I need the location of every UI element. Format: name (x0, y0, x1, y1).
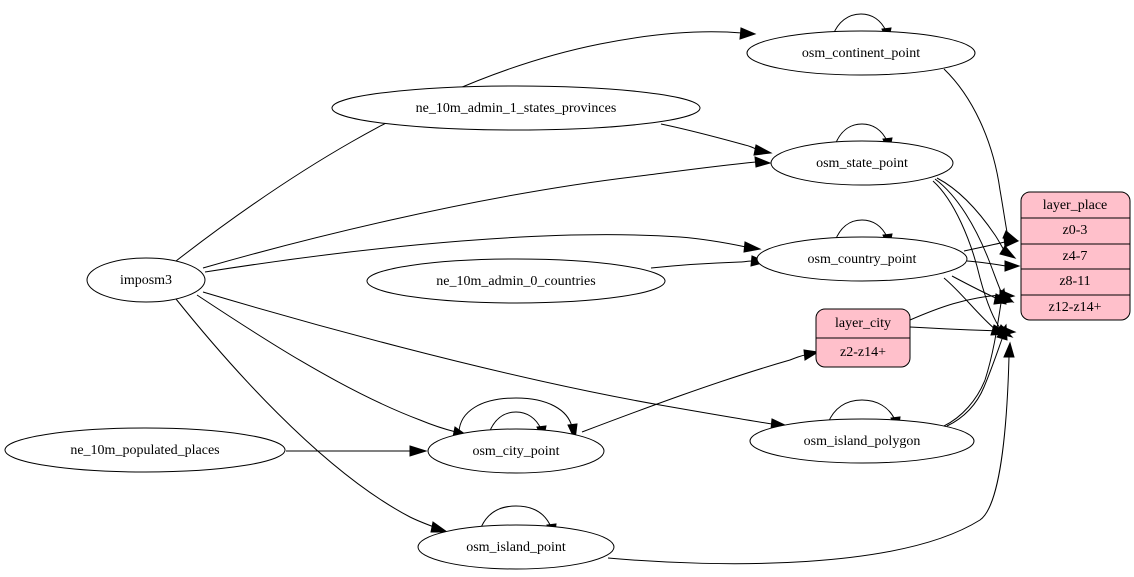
record-row-layer_place-z8-11[interactable]: z8-11 (1059, 274, 1090, 289)
node-osm_city_point-label: osm_city_point (472, 444, 559, 459)
record-row-layer_city-title: layer_city (835, 316, 891, 331)
node-osm_country_point-label: osm_country_point (808, 252, 917, 267)
node-osm_continent_point-shape[interactable] (746, 30, 976, 76)
node-osm_city_point[interactable]: osm_city_point (427, 428, 605, 474)
node-imposm3-label: imposm3 (120, 273, 172, 288)
node-ne_10m_populated_places[interactable]: ne_10m_populated_places (4, 427, 286, 473)
node-osm_island_point-label: osm_island_point (466, 540, 566, 555)
edge-imposm3-to-osm_state_point (202, 156, 772, 269)
node-osm_island_polygon-shape[interactable] (749, 418, 975, 464)
edge-self-loop-osm_city_point-outer (458, 397, 578, 442)
node-osm_island_polygon[interactable]: osm_island_polygon (749, 418, 975, 464)
edge-osm_city_point-to-layer_city-z2-z14+ (581, 349, 820, 433)
record-node-layer_place[interactable]: layer_place z0-3 z4-7 z8-11 z12-z14+ (1020, 191, 1131, 321)
edge-osm_island_polygon-to-layer_place-z8-11 (943, 287, 1007, 427)
edge-osm_continent_point-to-layer_place-z0-3 (943, 68, 1019, 242)
node-imposm3[interactable]: imposm3 (86, 257, 206, 303)
node-ne_10m_populated_places-shape[interactable] (4, 427, 286, 473)
edge-imposm3-to-osm_city_point (196, 294, 471, 438)
node-osm_island_point[interactable]: osm_island_point (417, 524, 615, 570)
edge-osm_island_point-to-layer_place-z12-z14+ (607, 341, 1015, 565)
edge-ne_10m_admin_0_countries-to-osm_country_point (650, 255, 768, 269)
node-ne_10m_admin_0_countries[interactable]: ne_10m_admin_0_countries (366, 258, 666, 304)
node-ne_10m_populated_places-label: ne_10m_populated_places (70, 443, 219, 458)
record-row-layer_place-z0-3[interactable]: z0-3 (1063, 223, 1088, 238)
edge-ne_10m_populated_places-to-osm_city_point (286, 445, 428, 457)
edge-osm_state_point-to-layer_place-z4-7 (936, 177, 1017, 259)
node-osm_island_polygon-label: osm_island_polygon (804, 434, 921, 449)
record-row-layer_place-z12-z14plus[interactable]: z12-z14+ (1049, 300, 1102, 315)
node-ne_10m_admin_1_states_provinces-label: ne_10m_admin_1_states_provinces (416, 101, 617, 116)
record-node-layer_place-box[interactable] (1020, 191, 1131, 321)
edge-imposm3-to-osm_island_polygon (202, 291, 789, 430)
node-osm_state_point-label: osm_state_point (816, 156, 908, 171)
node-osm_continent_point[interactable]: osm_continent_point (746, 30, 976, 76)
node-ne_10m_admin_1_states_provinces-shape[interactable] (331, 85, 701, 131)
record-node-layer: layer_place z0-3 z4-7 z8-11 z12-z14+ lay… (815, 191, 1131, 368)
node-osm_continent_point-label: osm_continent_point (802, 46, 920, 61)
edge-osm_country_point-to-layer_place-z0-3 (963, 236, 1020, 252)
edge-osm_island_polygon-to-layer_place-z12-z14+ (946, 323, 1008, 427)
node-osm_state_point-shape[interactable] (770, 140, 954, 186)
edge-imposm3-to-osm_continent_point (175, 27, 757, 262)
node-osm_island_point-shape[interactable] (417, 524, 615, 570)
record-row-layer_place-title: layer_place (1043, 198, 1108, 213)
record-row-layer_city-z2-z14plus[interactable]: z2-z14+ (840, 345, 886, 360)
record-row-layer_place-z4-7[interactable]: z4-7 (1063, 249, 1088, 264)
node-ne_10m_admin_0_countries-shape[interactable] (366, 258, 666, 304)
edge-imposm3-to-osm_island_point (175, 298, 449, 533)
node-imposm3-shape[interactable] (86, 257, 206, 303)
node-layer: imposm3 ne_10m_admin_1_states_provinces … (4, 30, 976, 570)
node-osm_country_point[interactable]: osm_country_point (756, 236, 968, 282)
node-osm_country_point-shape[interactable] (756, 236, 968, 282)
node-ne_10m_admin_0_countries-label: ne_10m_admin_0_countries (436, 274, 595, 289)
edge-osm_country_point-to-layer_place-z4-7 (966, 260, 1021, 272)
node-ne_10m_admin_1_states_provinces[interactable]: ne_10m_admin_1_states_provinces (331, 85, 701, 131)
node-osm_city_point-shape[interactable] (427, 428, 605, 474)
edge-imposm3-to-osm_country_point (204, 234, 762, 273)
edge-layer_city-to-layer_place-z8-11 (909, 289, 1016, 321)
node-osm_state_point[interactable]: osm_state_point (770, 140, 954, 186)
edge-ne_10m_admin_1_states_provinces-to-osm_state_point (660, 123, 773, 156)
record-node-layer_city[interactable]: layer_city z2-z14+ (815, 308, 911, 368)
